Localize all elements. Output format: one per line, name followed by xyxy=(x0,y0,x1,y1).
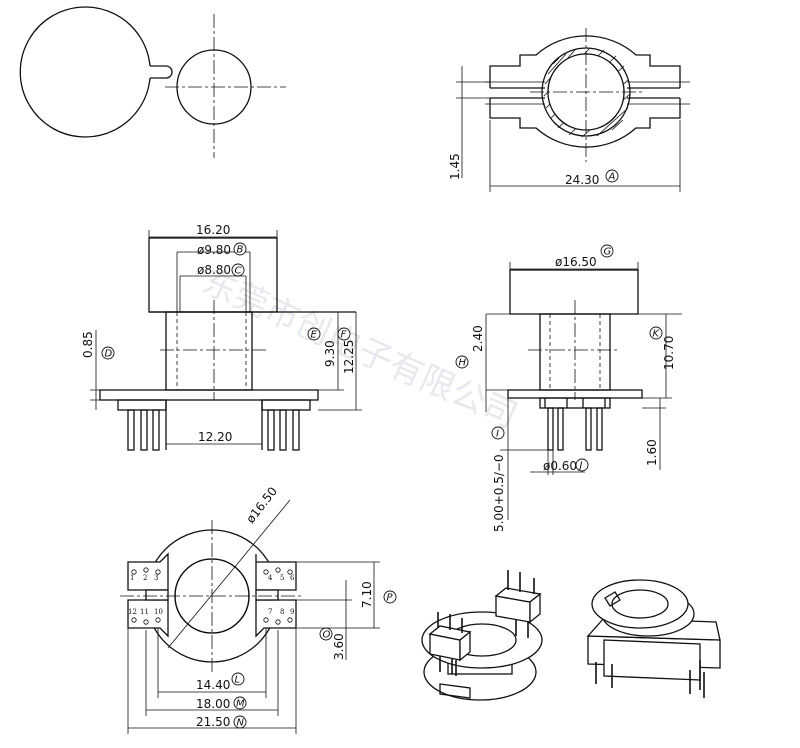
view-bottom-plan: 2 3 1 4 5 6 8 7 9 12 11 10 ø16.50 7.10 P… xyxy=(120,484,397,734)
isometric-view-1 xyxy=(421,570,543,701)
pin-label-10: 10 xyxy=(154,608,163,616)
pin-label-1: 1 xyxy=(130,574,134,582)
pin-label-9: 9 xyxy=(290,608,294,616)
dim-12-25: 12.25 xyxy=(342,340,356,374)
label-f: F xyxy=(341,330,347,341)
pin-label-8: 8 xyxy=(280,608,284,616)
dim-0-60: ø0.60 xyxy=(543,459,577,473)
pin-label-12: 12 xyxy=(128,608,137,616)
dim-3-60: 3.60 xyxy=(332,633,346,660)
label-a: A xyxy=(608,172,616,183)
dim-14-40: 14.40 xyxy=(196,678,230,692)
pin-holes xyxy=(131,567,293,625)
dim-1-60: 1.60 xyxy=(645,439,659,466)
pin-label-11: 11 xyxy=(140,608,149,616)
dim-24-30: 24.30 xyxy=(565,173,599,187)
pin-label-2: 2 xyxy=(143,574,147,582)
view-top-section: 1.45 24.30 A xyxy=(448,28,690,192)
right-pin-block-lower xyxy=(255,599,297,638)
isometric-view-2 xyxy=(586,579,721,698)
dim-2-40: 2.40 xyxy=(471,325,485,352)
dim-16-50-plan: ø16.50 xyxy=(243,484,280,525)
dim-7-10: 7.10 xyxy=(360,581,374,608)
pin-label-5: 5 xyxy=(280,574,284,582)
pins-right xyxy=(267,409,300,451)
dim-16-50: ø16.50 xyxy=(555,255,597,269)
pin-label-6: 6 xyxy=(290,574,295,582)
dim-8-80: ø8.80 xyxy=(197,263,231,277)
view-front-elevation: 16.20 ø9.80 B ø8.80 C 0.85 D 9.30 E 12.2… xyxy=(81,223,362,451)
label-i: I xyxy=(496,429,499,440)
dim-12-20: 12.20 xyxy=(198,430,232,444)
label-m: M xyxy=(236,699,245,710)
dim-18-00: 18.00 xyxy=(196,697,230,711)
view-side-elevation: ø16.50 G 2.40 H 10.70 K 5.00+0.5/−0 I xyxy=(455,244,682,532)
label-o: O xyxy=(323,630,331,641)
label-g: G xyxy=(604,247,612,258)
right-pin-block-upper xyxy=(255,554,297,591)
left-pin-block-upper xyxy=(127,552,169,591)
label-n: N xyxy=(237,718,245,729)
dim-21-50: 21.50 xyxy=(196,715,230,729)
dim-9-30: 9.30 xyxy=(323,340,337,367)
label-d: D xyxy=(105,349,113,360)
label-c: C xyxy=(235,266,242,277)
dim-5-00: 5.00+0.5/−0 xyxy=(492,454,506,532)
label-k: K xyxy=(653,329,661,340)
label-p: P xyxy=(387,593,394,604)
side-top-flange xyxy=(509,269,639,315)
dim-16-20: 16.20 xyxy=(196,223,230,237)
pin-label-4: 4 xyxy=(268,574,273,582)
label-e: E xyxy=(311,330,318,341)
label-j: J xyxy=(578,461,583,472)
base-plate xyxy=(99,389,319,401)
pin-label-3: 3 xyxy=(154,574,158,582)
label-h: H xyxy=(459,358,467,369)
flange-outline xyxy=(19,6,151,138)
dim-0-85: 0.85 xyxy=(81,331,95,358)
view-top-flange xyxy=(19,6,286,158)
winding-tube xyxy=(165,311,253,391)
dim-9-80: ø9.80 xyxy=(197,243,231,257)
label-l: L xyxy=(235,675,241,686)
dim-10-70: 10.70 xyxy=(662,336,676,370)
side-pins xyxy=(547,407,603,451)
dim-1-45: 1.45 xyxy=(448,153,462,180)
pin-label-7: 7 xyxy=(268,608,272,616)
flange-slot xyxy=(150,65,173,79)
pins-left xyxy=(127,409,160,451)
label-b: B xyxy=(237,245,244,256)
